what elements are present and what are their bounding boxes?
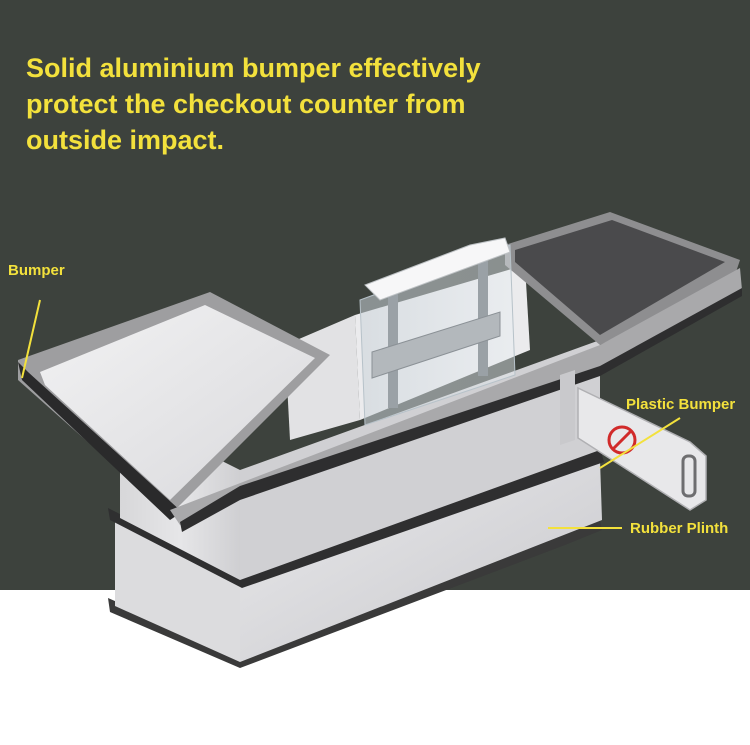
no-entry-icon [607, 425, 637, 455]
headline-line-2: protect the checkout counter from [26, 89, 466, 119]
aluminium-bumper-shadow [180, 288, 742, 532]
base-front-panel [115, 520, 240, 662]
scanner-top [364, 237, 511, 301]
headline-line-1: Solid aluminium bumper effectively [26, 53, 481, 83]
base-side-panel [240, 460, 602, 662]
bumper-leader-line [21, 299, 41, 379]
gate-hinge [560, 370, 575, 445]
aluminium-bumper-front [170, 268, 742, 525]
plastic-bumper-gate [577, 386, 707, 511]
callout-bumper: Bumper [8, 262, 65, 279]
vented-panel [371, 311, 501, 379]
headline: Solid aluminium bumper effectively prote… [26, 50, 546, 158]
plastic-bumper-leader-line [599, 417, 681, 469]
callout-rubber-plinth: Rubber Plinth [630, 520, 729, 537]
conveyor-belt [515, 220, 725, 335]
headline-line-3: outside impact. [26, 125, 225, 155]
left-tray-surface [40, 305, 315, 500]
callout-plastic-bumper: Plastic Bumper [626, 396, 736, 413]
left-bumper-edge [18, 362, 182, 520]
gate-handle-slot [681, 454, 697, 498]
